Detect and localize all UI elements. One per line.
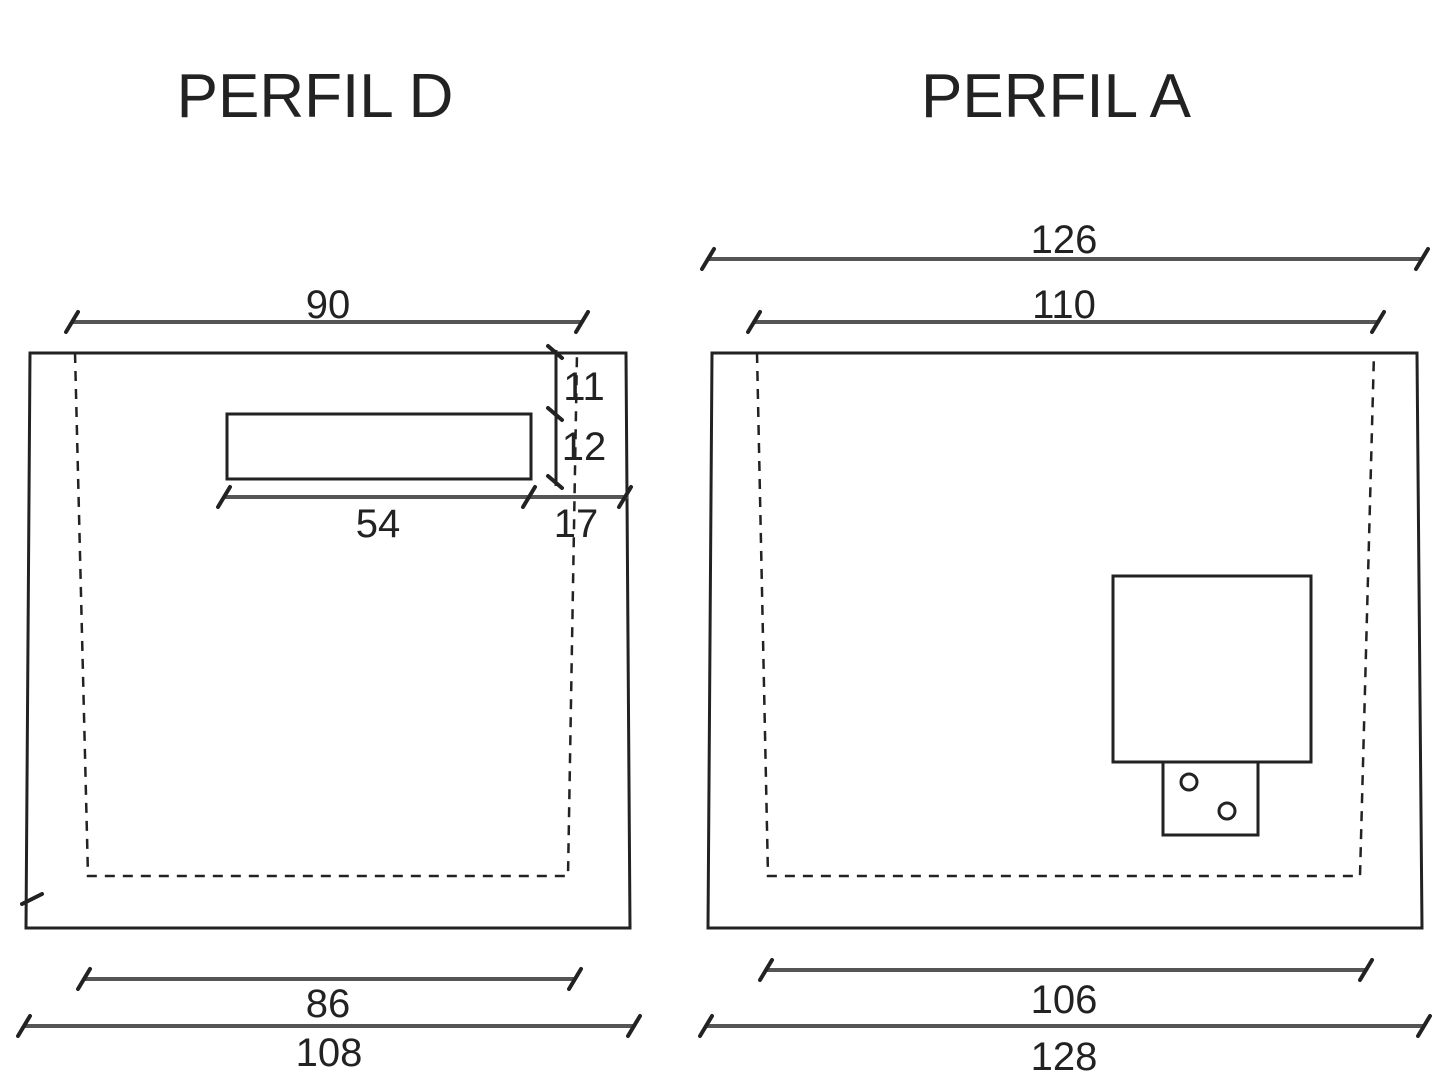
profile-a-dim-bottom-outer: 128 [698, 1014, 1432, 1079]
profile-d-outer-outline [24, 351, 632, 930]
profile-a-inner-outline [755, 352, 1376, 878]
profile-a-dim-bottom-inner-label: 106 [1031, 978, 1098, 1022]
profile-a-dim-bottom-outer-label: 128 [1031, 1035, 1098, 1079]
profile-d-dim-slot-height-label: 12 [562, 425, 607, 469]
profile-a-title: PERFIL A [921, 62, 1192, 131]
profile-d-title: PERFIL D [177, 62, 454, 131]
profile-d-dim-bottom-inner: 86 [76, 967, 583, 1026]
profile-d-dim-bottom-outer-label: 108 [296, 1031, 363, 1075]
profile-a-component-box [1111, 574, 1313, 764]
profile-d-dim-top-inner: 90 [64, 283, 590, 334]
profile-d-dim-slot-vertical: 11 12 [546, 344, 607, 490]
profile-d-dim-top-inner-label: 90 [306, 283, 351, 327]
profile-a-hole-icon [1179, 772, 1199, 792]
profile-d-slot [225, 412, 533, 481]
profile-d-dim-slot-offset-label: 17 [554, 502, 599, 546]
profile-d: PERFIL D 90 11 12 [16, 62, 642, 1075]
profile-d-dim-bottom-outer: 108 [16, 1014, 642, 1075]
profile-a-dim-top-inner-label: 110 [1032, 283, 1096, 327]
profile-a-dim-top-inner: 110 [746, 283, 1386, 334]
profile-a-dim-top-outer: 126 [700, 218, 1430, 271]
profile-a-hole-icon [1217, 801, 1237, 821]
profile-d-dim-slot-width-label: 54 [356, 502, 401, 546]
profile-a-dim-bottom-inner: 106 [758, 958, 1374, 1022]
profile-a-dim-top-outer-label: 126 [1031, 218, 1098, 262]
profile-d-dim-bottom-inner-label: 86 [306, 982, 351, 1026]
profile-a-connector-tab [1161, 760, 1260, 837]
profile-d-dim-slot-horizontal: 54 17 [216, 485, 633, 546]
profile-a: PERFIL A 126 110 106 [698, 62, 1432, 1079]
profile-d-inner-outline [73, 352, 579, 878]
profile-d-dim-slot-top-gap-label: 11 [563, 365, 605, 409]
profile-d-corner-mark [20, 892, 44, 906]
profile-a-outer-outline [706, 351, 1424, 930]
